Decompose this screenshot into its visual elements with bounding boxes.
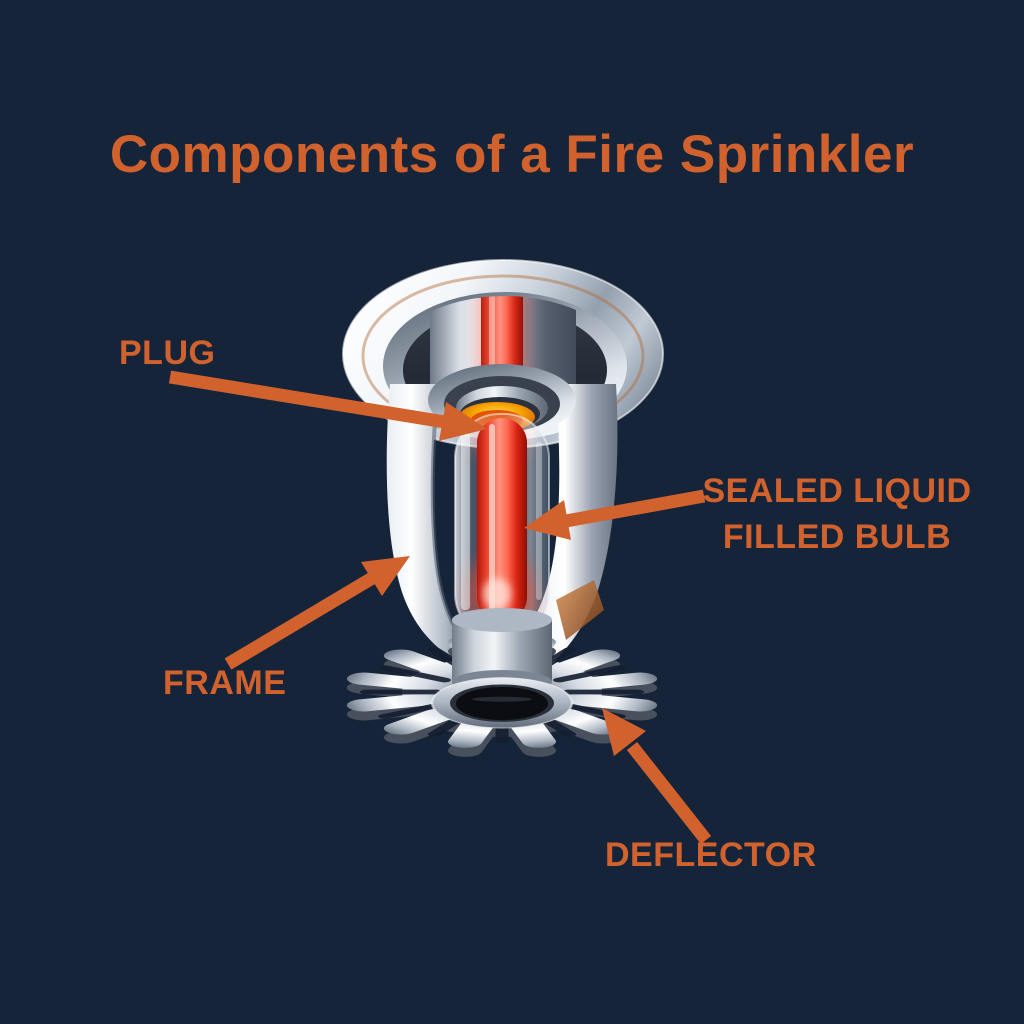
page-title: Components of a Fire Sprinkler: [109, 124, 915, 184]
deflector-orifice: [456, 686, 548, 721]
frame-arm-copper-reflection: [556, 580, 604, 640]
label-sealed-liquid-filled-bulb: SEALED LIQUID FILLED BULB: [694, 468, 980, 560]
frame-arrow: [224, 556, 410, 670]
label-bulb-line2: FILLED BULB: [722, 518, 952, 556]
label-plug: PLUG: [119, 334, 216, 372]
bulb-arrow: [524, 489, 706, 540]
deflector-arrow: [602, 708, 712, 845]
label-frame: FRAME: [163, 664, 287, 702]
label-deflector: DEFLECTOR: [605, 836, 817, 874]
plug-arrow: [168, 370, 487, 441]
label-bulb-line1: SEALED LIQUID: [702, 472, 972, 510]
deflector-plate: [346, 677, 658, 757]
